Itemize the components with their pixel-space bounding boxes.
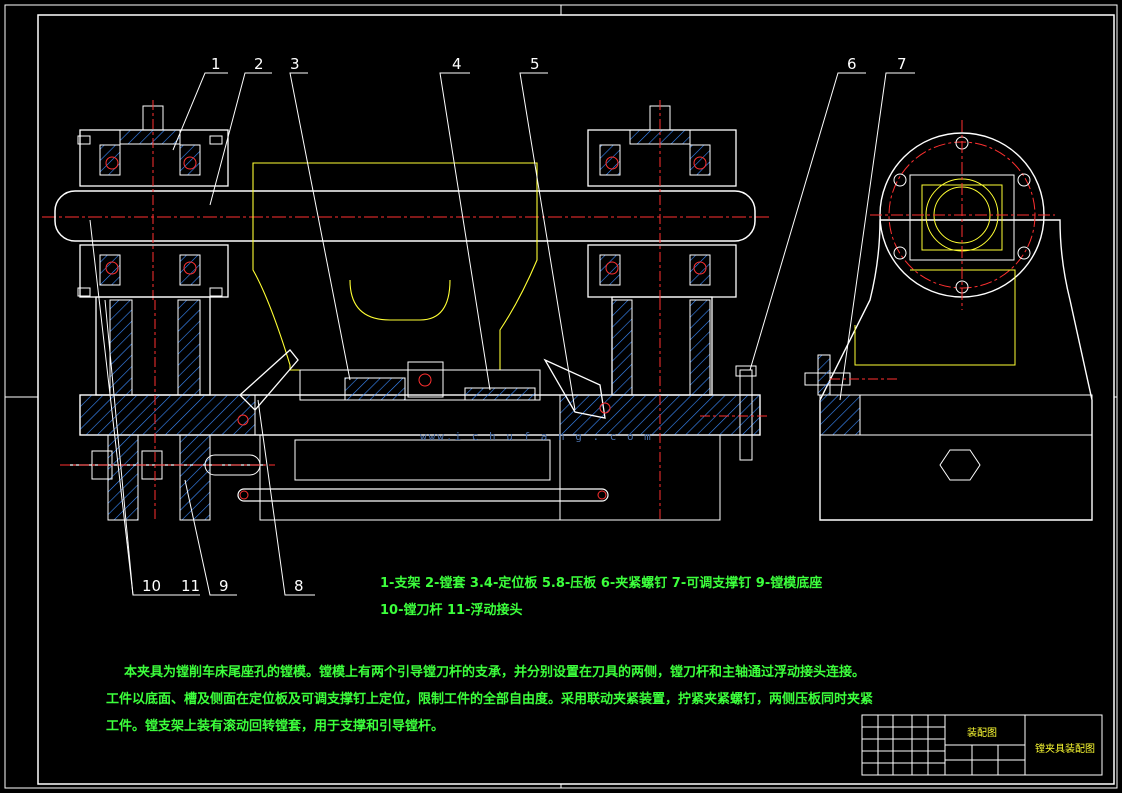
watermark: www.i c h u f a n g . c o m bbox=[420, 430, 653, 443]
callout-7: 7 bbox=[897, 55, 907, 73]
callout-11: 11 bbox=[181, 577, 200, 595]
title-block-drawing-name: 镗夹具装配图 bbox=[1035, 744, 1095, 755]
description-line-2: 工件以底面、槽及侧面在定位板及可调支撑钉上定位，限制工件的全部自由度。采用联动夹… bbox=[106, 692, 874, 707]
workpiece bbox=[252, 162, 538, 371]
callout-3: 3 bbox=[290, 55, 300, 73]
callout-numbers: 1 2 3 4 5 6 7 8 9 10 11 bbox=[142, 55, 907, 595]
sheet-inner-border bbox=[37, 14, 1115, 785]
callout-9: 9 bbox=[219, 577, 229, 595]
callout-8: 8 bbox=[294, 577, 304, 595]
description-line-3: 工件。镗支架上装有滚动回转镗套，用于支撑和引导镗杆。 bbox=[106, 719, 445, 734]
parts-legend-line-2: 10-镗刀杆 11-浮动接头 bbox=[380, 603, 523, 618]
right-bushing bbox=[587, 100, 737, 396]
description-line-1: 本夹具为镗削车床尾座孔的镗模。镗模上有两个引导镗刀杆的支承，并分别设置在刀具的两… bbox=[124, 665, 866, 680]
front-view bbox=[42, 100, 770, 521]
title-block bbox=[861, 714, 1103, 776]
callout-10: 10 bbox=[142, 577, 161, 595]
boring-bar bbox=[54, 190, 756, 242]
left-support bbox=[77, 244, 229, 396]
left-bushing-top bbox=[77, 100, 229, 300]
callout-1: 1 bbox=[211, 55, 221, 73]
callout-4: 4 bbox=[452, 55, 462, 73]
title-block-drawing-type: 装配图 bbox=[967, 728, 997, 739]
callout-leaders bbox=[89, 72, 915, 596]
callout-2: 2 bbox=[254, 55, 264, 73]
clamping-linkage bbox=[60, 349, 770, 502]
callout-6: 6 bbox=[847, 55, 857, 73]
side-view bbox=[804, 120, 1093, 521]
parts-legend-line-1: 1-支架 2-镗套 3.4-定位板 5.8-压板 6-夹紧螺钉 7-可调支撑钉 … bbox=[380, 576, 823, 591]
callout-5: 5 bbox=[530, 55, 540, 73]
